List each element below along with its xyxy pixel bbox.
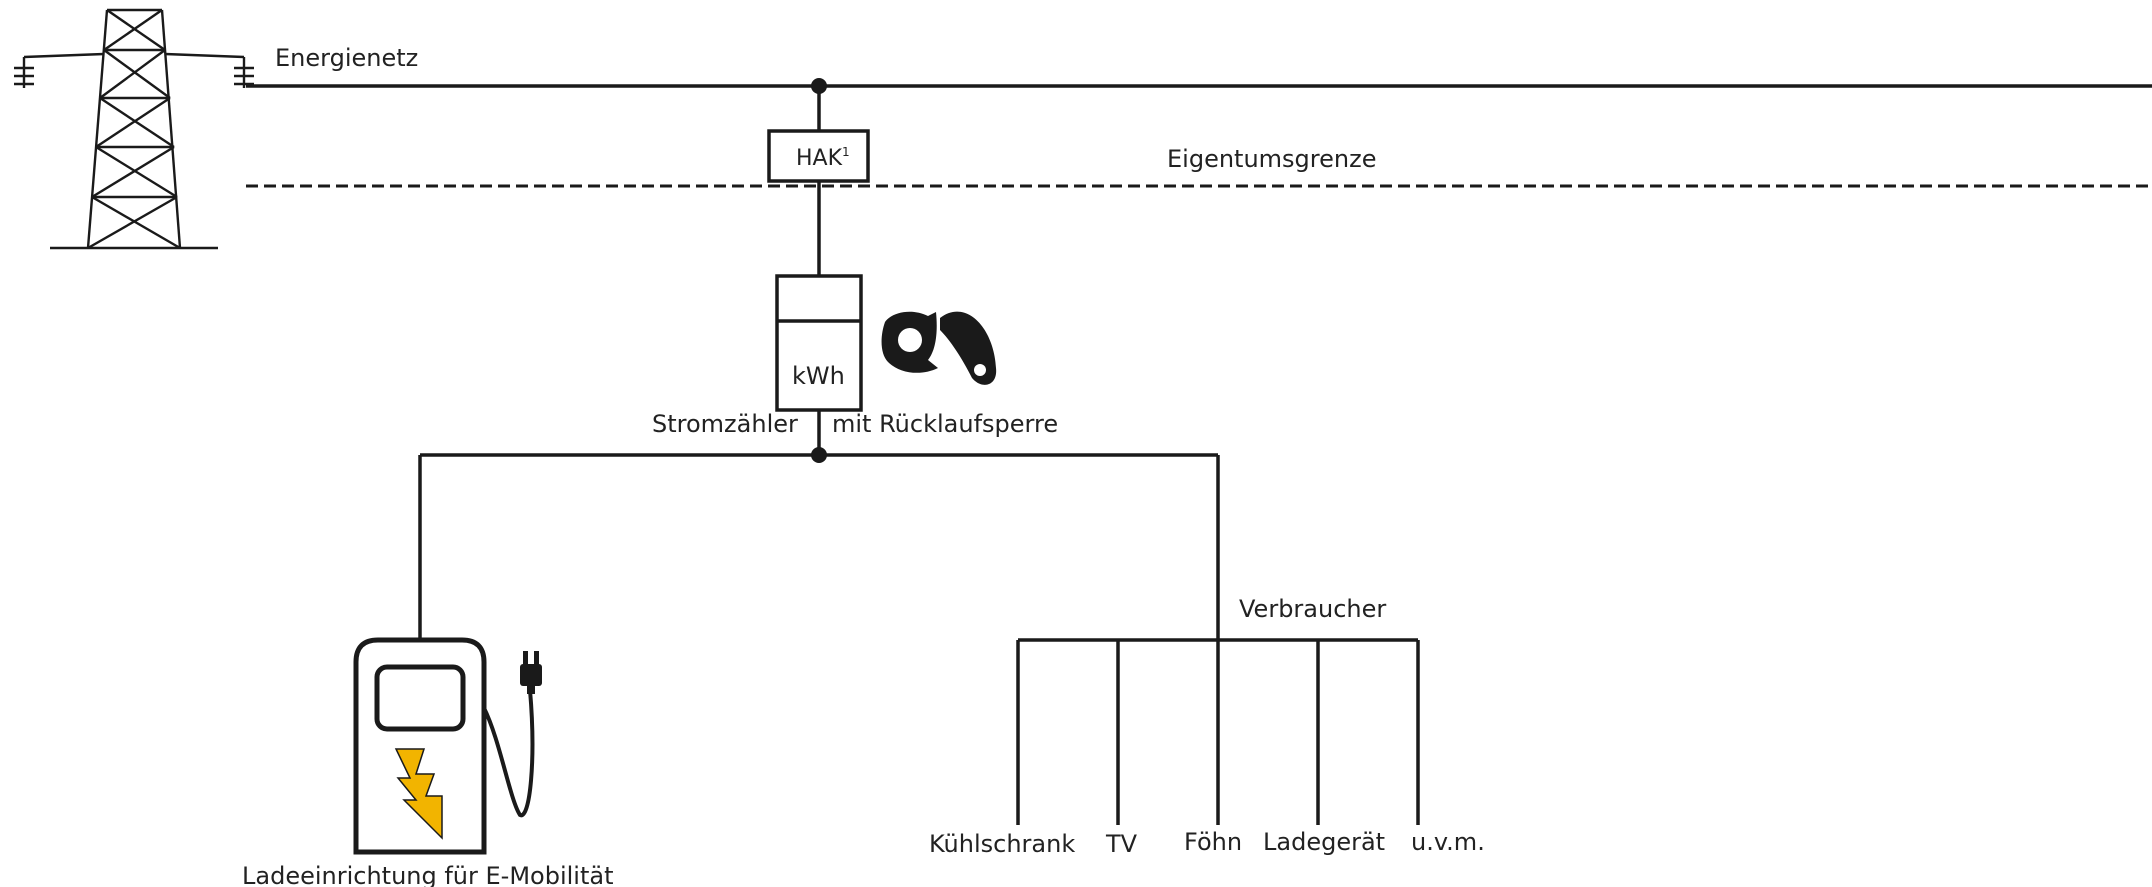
consumer-label: TV (1105, 830, 1138, 858)
backstop-label: mit Rücklaufsperre (832, 410, 1058, 438)
hak-label: HAK (796, 146, 843, 171)
svg-text:HAK1: HAK1 (796, 145, 850, 171)
lightning-bolt-icon (394, 748, 443, 840)
boundary-label: Eigentumsgrenze (1167, 145, 1376, 173)
consumers-label: Verbraucher (1239, 595, 1386, 623)
power-pylon-icon (14, 8, 254, 250)
consumer-label: Föhn (1184, 828, 1242, 856)
grid-label: Energienetz (275, 44, 418, 72)
meter-unit-label: kWh (792, 362, 845, 390)
charger-label: Ladeeinrichtung für E-Mobilität (242, 862, 614, 887)
consumer-label: u.v.m. (1411, 828, 1485, 856)
ratchet-pawl-icon (881, 311, 997, 385)
hak-box: HAK1 (767, 129, 870, 183)
electricity-meter: kWh (775, 274, 863, 412)
hak-superscript: 1 (842, 145, 850, 159)
meter-label: Stromzähler (652, 410, 798, 438)
consumer-label: Ladegerät (1263, 828, 1385, 856)
charging-station-icon (353, 637, 542, 855)
plug-icon (520, 651, 542, 694)
consumer-label: Kühlschrank (929, 830, 1075, 858)
